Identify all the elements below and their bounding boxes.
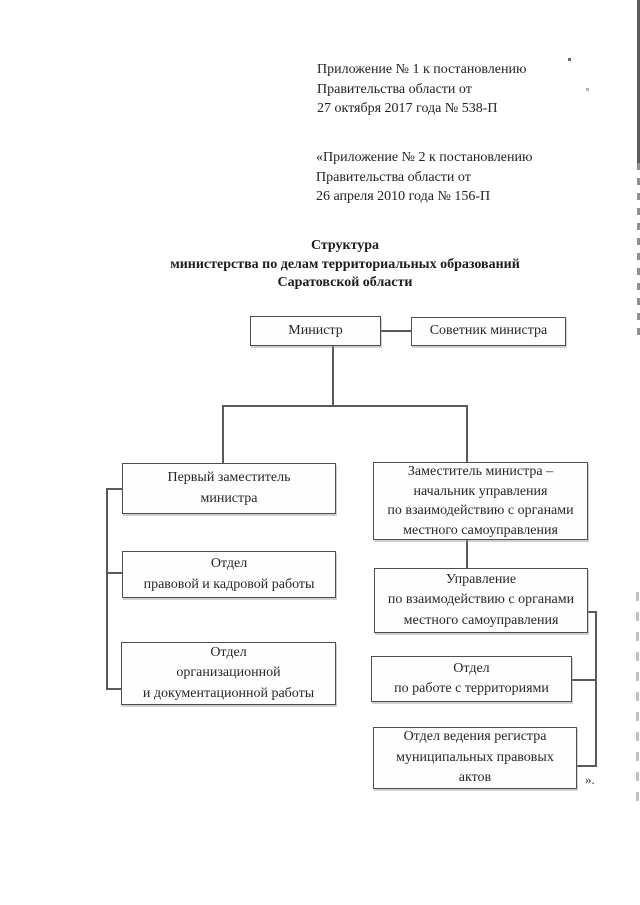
org-node-dept-legal: Отдел правовой и кадровой работы	[122, 551, 336, 598]
connector-stub-dept-legal	[106, 572, 123, 574]
org-node-deputy-head: Заместитель министра – начальник управле…	[373, 462, 588, 540]
connector-split-horizontal	[222, 405, 468, 407]
document-title: Структура министерства по делам территор…	[170, 238, 520, 290]
org-node-adviser: Советник министра	[411, 317, 566, 346]
org-node-dept-territories: Отдел по работе с территориями	[371, 656, 572, 702]
connector-minister-adviser	[381, 330, 411, 332]
connector-stub-dept-org	[106, 688, 122, 690]
annex-reference-2: «Приложение № 2 к постановлению Правител…	[316, 150, 533, 204]
connector-stub-territories	[571, 679, 597, 681]
org-node-dept-org: Отдел организационной и документационной…	[121, 642, 336, 705]
org-node-dept-register: Отдел ведения регистра муниципальных пра…	[373, 727, 577, 789]
closing-quote-mark: ».	[585, 772, 595, 787]
org-node-first-deputy: Первый заместитель министра	[122, 463, 336, 514]
scan-artifact	[637, 0, 640, 163]
org-node-minister: Министр	[250, 316, 381, 346]
connector-stub-register	[576, 765, 597, 767]
annex-reference-1: Приложение № 1 к постановлению Правитель…	[317, 62, 527, 116]
org-node-directorate: Управление по взаимодействию с органами …	[374, 568, 588, 633]
scan-artifact	[637, 163, 640, 341]
connector-minister-down	[332, 346, 334, 407]
connector-split-left-down	[222, 405, 224, 464]
connector-split-right-down	[466, 405, 468, 463]
connector-stub-first-deputy	[106, 488, 123, 490]
scan-artifact	[636, 592, 639, 804]
connector-deputy-down	[466, 540, 468, 569]
connector-left-trunk	[106, 488, 108, 690]
connector-stub-directorate	[587, 611, 597, 613]
connector-right-trunk	[595, 611, 597, 767]
scan-artifact	[586, 88, 589, 91]
scan-artifact	[568, 58, 571, 61]
